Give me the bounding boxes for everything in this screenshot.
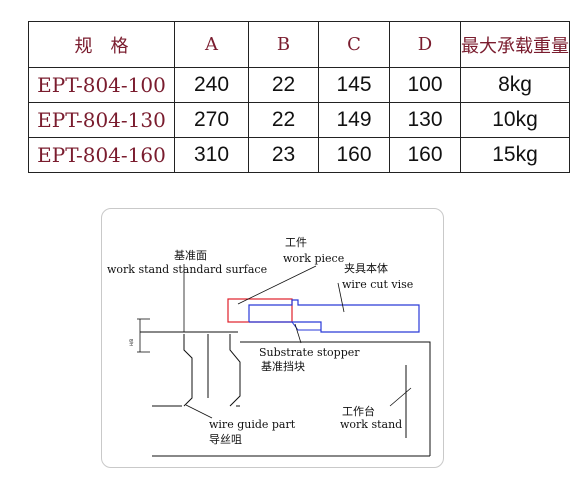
header-a: A [174, 21, 249, 68]
cell-model: EPT-804-160 [28, 137, 175, 173]
label-wire-guide-en: wire guide part [209, 418, 296, 431]
cell-model: EPT-804-100 [28, 67, 175, 103]
table-header-row: 规 格 A B C D 最大承载重量 [28, 21, 570, 68]
dimension-mark: H/B [129, 339, 134, 346]
leader-work-piece [237, 265, 317, 305]
cell-max-load: 10kg [460, 102, 570, 138]
vise-body-outline [248, 299, 420, 333]
header-c: C [318, 21, 390, 68]
table-row: EPT-804-160 310 23 160 160 15kg [28, 137, 570, 173]
label-work-stand-cn: 工作台 [342, 404, 375, 418]
leader-vise [337, 282, 345, 313]
label-vise-en: wire cut vise [342, 278, 413, 291]
cell-c: 160 [318, 137, 390, 173]
cell-a: 240 [174, 67, 249, 103]
cell-model: EPT-804-130 [28, 102, 175, 138]
vise-stopper-edge [291, 321, 321, 331]
workpiece-outline [227, 298, 293, 323]
label-vise-cn: 夹具本体 [344, 261, 388, 275]
cell-b: 23 [248, 137, 319, 173]
cell-a: 270 [174, 102, 249, 138]
leader-wire-guide [185, 404, 213, 419]
cell-c: 145 [318, 67, 390, 103]
label-work-piece-en: work piece [283, 252, 344, 265]
cell-b: 22 [248, 67, 319, 103]
header-spec: 规 格 [28, 21, 175, 68]
label-stopper-cn: 基准挡块 [261, 359, 305, 373]
label-standard-surface-en: work stand standard surface [107, 263, 267, 276]
label-wire-guide-cn: 导丝咀 [209, 433, 242, 446]
cell-d: 130 [389, 102, 461, 138]
spec-table: 规 格 A B C D 最大承载重量 EPT-804-100 240 22 14… [28, 21, 570, 173]
work-stand-edge [240, 341, 431, 456]
cell-a: 310 [174, 137, 249, 173]
label-work-stand-en: work stand [340, 418, 402, 431]
header-max-load: 最大承载重量 [460, 21, 570, 68]
table-row: EPT-804-100 240 22 145 100 8kg [28, 67, 570, 103]
label-standard-surface-cn: 基准面 [174, 249, 207, 262]
cell-max-load: 15kg [460, 137, 570, 173]
wire-guide-left [183, 334, 193, 407]
drawing-frame [101, 208, 444, 468]
wire-guide-right [229, 334, 241, 407]
leader-work-stand [389, 387, 412, 407]
cell-d: 160 [389, 137, 461, 173]
cell-d: 100 [389, 67, 461, 103]
table-row: EPT-804-130 270 22 149 130 10kg [28, 102, 570, 138]
label-work-piece-cn: 工件 [285, 236, 307, 249]
leader-stopper [294, 323, 302, 344]
label-stopper-en: Substrate stopper [259, 346, 360, 359]
